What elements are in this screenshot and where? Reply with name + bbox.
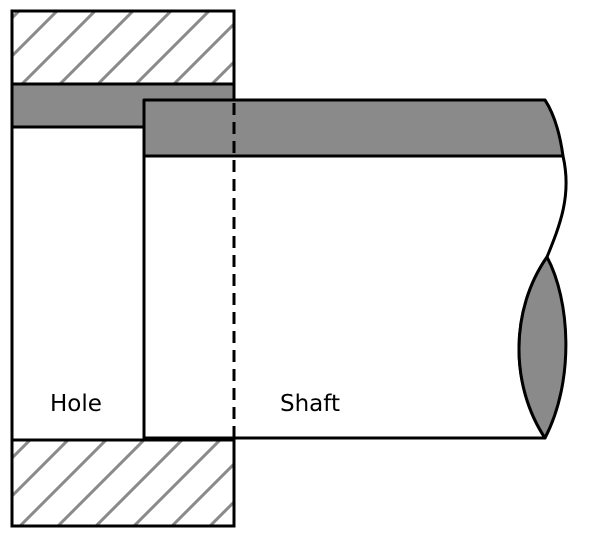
- housing-top-hatch: [10, 9, 236, 86]
- shaft-tolerance-zone: [142, 98, 565, 158]
- hole-label: Hole: [50, 391, 102, 417]
- shaft-label: Shaft: [280, 391, 340, 417]
- shaft-break-section: [517, 255, 568, 440]
- housing-bottom-hatch: [10, 438, 236, 528]
- shaft-body: [142, 154, 568, 440]
